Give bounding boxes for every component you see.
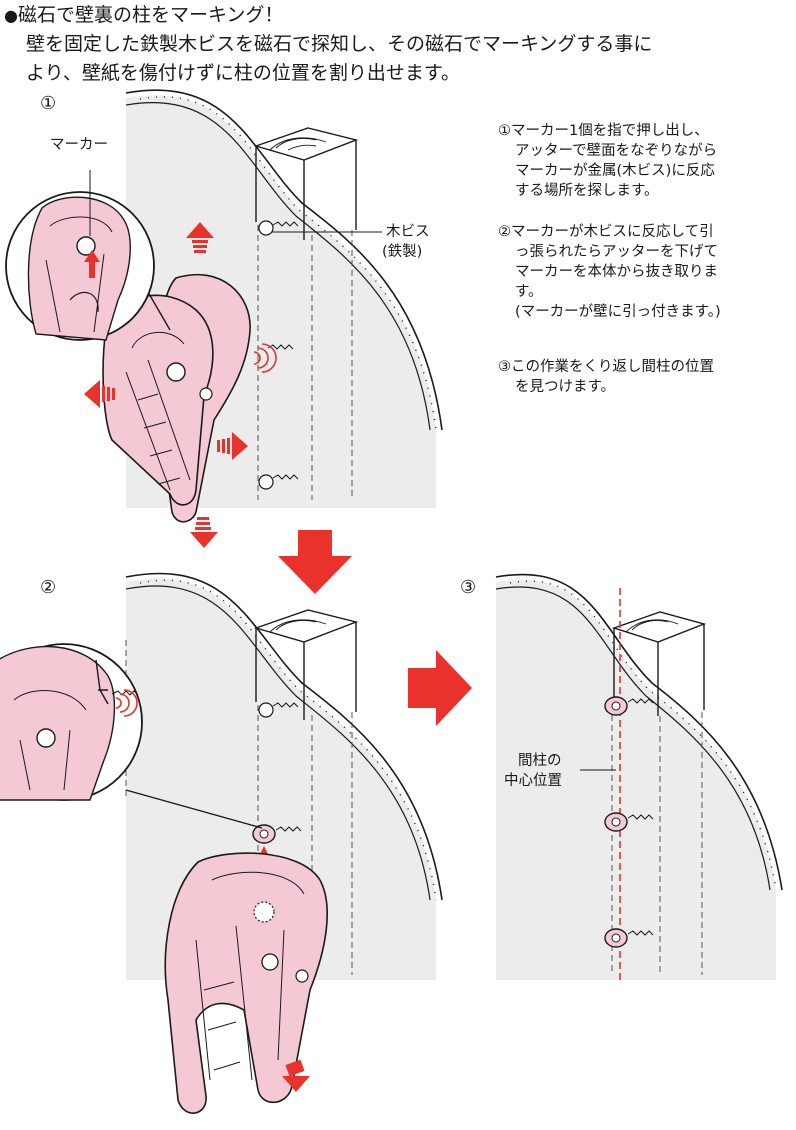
panel-number-1: ① bbox=[40, 93, 57, 114]
flow-arrow-down-icon bbox=[278, 530, 352, 594]
stud-finder-device-2 bbox=[164, 852, 329, 1114]
marker-magnet-icon bbox=[604, 928, 654, 948]
screw-icon bbox=[258, 702, 299, 718]
step-2-line: っ張られたらアッターを下げて bbox=[515, 244, 718, 260]
stud-center-label-line-2: 中心位置 bbox=[504, 773, 562, 789]
wallpaper-edge-inner-1 bbox=[125, 102, 431, 431]
stud-finder-device-1 bbox=[102, 273, 251, 523]
flow-arrow-right-icon bbox=[408, 650, 472, 726]
screw-label-line-1: 木ビス bbox=[386, 224, 430, 240]
step-1-line: マーカーが金属(木ビス)に反応 bbox=[515, 163, 715, 179]
stud-post-3 bbox=[611, 611, 707, 716]
marker-magnet-icon bbox=[604, 812, 654, 832]
step-2-line: (マーカーが壁に引っ付きます。) bbox=[515, 304, 721, 320]
motion-arrow-down-icon bbox=[282, 1059, 310, 1092]
wallpaper-edge-outer-1 bbox=[125, 89, 443, 431]
screw-label-line-2: (鉄製) bbox=[382, 244, 423, 260]
step-2-line: マーカーを本体から抜き取りま bbox=[515, 264, 718, 280]
motion-arrow-up-icon bbox=[186, 222, 214, 253]
step-1-instruction: ①マーカー1個を指で押し出し、 アッターで壁面をなぞりながら マーカーが金属(木… bbox=[498, 121, 790, 201]
step-2-line: ②マーカーが木ビスに反応して引 bbox=[498, 224, 714, 240]
step-1-line: ①マーカー1個を指で押し出し、 bbox=[498, 123, 709, 139]
motion-arrow-right-icon bbox=[217, 432, 248, 460]
stud-post-2 bbox=[253, 609, 359, 720]
step-3-line: ③この作業をくり返し間柱の位置 bbox=[498, 359, 714, 375]
stud-post-1 bbox=[253, 127, 359, 240]
panel-number-3: ③ bbox=[460, 577, 477, 598]
screw-icon bbox=[258, 220, 299, 236]
panel-number-2: ② bbox=[40, 577, 57, 598]
marker-magnet-icon bbox=[252, 824, 302, 844]
panel-2-illustration bbox=[0, 572, 443, 1114]
wall-panel-3 bbox=[496, 579, 776, 980]
headline: ●磁石で壁裏の柱をマーキング！ bbox=[4, 2, 283, 29]
magnifier-view-2 bbox=[0, 643, 263, 829]
panel-1-illustration bbox=[5, 89, 443, 548]
marker-magnet-icon bbox=[604, 696, 654, 716]
stud-center-label-line-1: 間柱の bbox=[518, 753, 562, 769]
step-2-instruction: ②マーカーが木ビスに反応して引 っ張られたらアッターを下げて マーカーを本体から… bbox=[498, 222, 790, 322]
motion-arrow-left-icon bbox=[84, 380, 115, 408]
panel-3-illustration bbox=[495, 573, 783, 980]
step-3-instruction: ③この作業をくり返し間柱の位置 を見つけます。 bbox=[498, 357, 790, 397]
motion-arrow-down-icon bbox=[190, 517, 218, 548]
step-3-line: を見つけます。 bbox=[515, 379, 616, 395]
lead-line-2: より、壁紙を傷付けずに柱の位置を割り出せます。 bbox=[26, 62, 460, 84]
marker-label: マーカー bbox=[50, 137, 108, 153]
lead-line-1: 壁を固定した鉄製木ビスを磁石で探知し、その磁石でマーキングする事に bbox=[26, 33, 653, 55]
step-1-line: アッターで壁面をなぞりながら bbox=[515, 143, 718, 159]
magnetic-wave-icon bbox=[253, 343, 277, 373]
step-2-line: す。 bbox=[515, 284, 543, 300]
screw-icon bbox=[258, 474, 299, 490]
step-1-line: する場所を探します。 bbox=[515, 183, 659, 199]
magnifier-view-1 bbox=[5, 170, 171, 341]
bullet-icon: ● bbox=[4, 6, 18, 25]
screw-icon bbox=[267, 344, 294, 350]
headline-title: 磁石で壁裏の柱をマーキング！ bbox=[17, 4, 284, 26]
